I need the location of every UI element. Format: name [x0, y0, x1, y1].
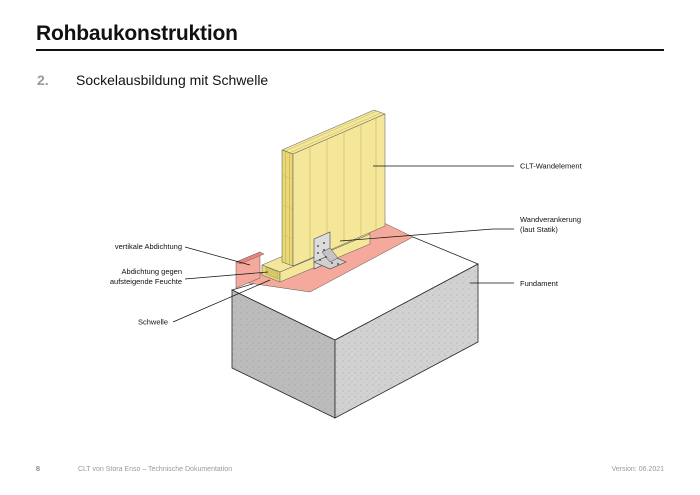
label-moisture-2: aufsteigende Feuchte: [110, 277, 182, 286]
leader-moisture: [184, 271, 269, 280]
leader-sill: [172, 279, 271, 323]
label-sill: Schwelle: [138, 318, 168, 327]
label-anchoring-1: Wandverankerung: [520, 215, 581, 224]
footer-version: Version: 06.2021: [611, 466, 664, 473]
page-title: Rohbaukonstruktion: [36, 22, 238, 45]
label-vertical-sealing: vertikale Abdichtung: [115, 242, 182, 251]
clt-wall-edge: [281, 149, 294, 267]
footer-page-number: 8: [36, 466, 40, 473]
clt-wall-face: [292, 113, 386, 267]
leader-lines: [172, 165, 514, 323]
anchor-bracket: [313, 231, 347, 270]
section-number: 2.: [37, 72, 49, 88]
clt-wall: [281, 109, 386, 267]
label-clt-wall: CLT-Wandelement: [520, 162, 583, 171]
section-title: Sockelausbildung mit Schwelle: [76, 72, 269, 88]
leader-anchoring: [339, 228, 514, 242]
label-moisture-1: Abdichtung gegen: [122, 267, 182, 276]
footer-doc-title: CLT von Stora Enso – Technische Dokument…: [78, 466, 233, 473]
label-anchoring-2: (laut Statik): [520, 225, 558, 234]
label-foundation: Fundament: [520, 279, 559, 288]
title-rule: [36, 49, 664, 51]
leader-vertical-sealing: [184, 246, 251, 266]
